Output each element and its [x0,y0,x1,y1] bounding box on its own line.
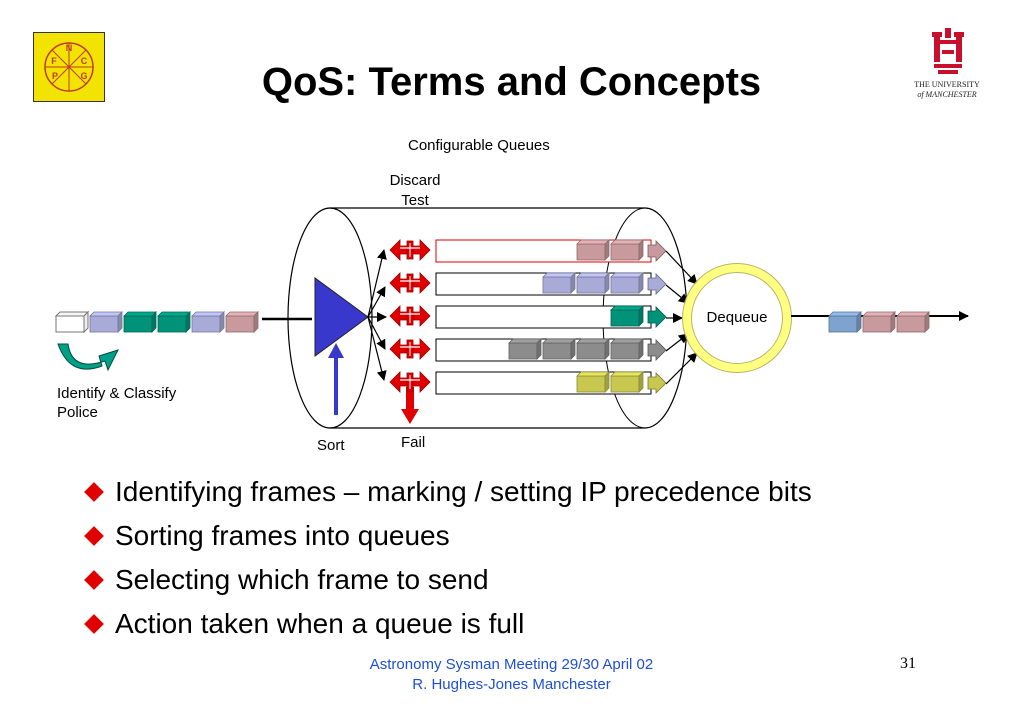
bullet-item: Identifying frames – marking / setting I… [84,470,812,514]
queue-frame [576,239,610,261]
bullet-text: Identifying frames – marking / setting I… [115,476,812,507]
identify-classify-label: Identify & Classify Police [57,384,176,422]
dequeue-ring [683,264,791,372]
discard-label-line2: Test [401,192,429,209]
discard-test-icon [389,305,431,327]
input-frame [89,311,123,333]
queue-frame [576,371,610,393]
bullet-diamond-icon [84,614,104,634]
queue-frame [576,338,610,360]
output-frame [828,311,862,333]
lane-output-arrow-icon [647,339,667,361]
input-frame [157,311,191,333]
bullet-diamond-icon [84,570,104,590]
dequeue-label: Dequeue [706,309,768,326]
fail-arrow [401,387,419,424]
classify-curve-arrow [57,343,119,372]
output-frame [896,311,930,333]
logo-letter: P [52,71,58,81]
sort-label: Sort [317,437,345,454]
pparc-logo: N F C P G [32,31,106,103]
discard-test-icon [389,272,431,294]
bullet-list: Identifying frames – marking / setting I… [84,470,812,646]
logo-letter: N [66,43,73,53]
sort-triangle [314,277,369,357]
queue-frame [610,305,644,327]
queue-lane [435,305,667,329]
university-line1: THE UNIVERSITY [914,80,980,89]
university-crest-icon [928,26,968,78]
queue-lane [435,272,667,296]
queue-frame [542,338,576,360]
university-name: THE UNIVERSITY of MANCHESTER [906,80,988,100]
queue-frame [610,371,644,393]
converge-arrows [665,250,698,385]
footer-line1: Astronomy Sysman Meeting 29/30 April 02 [369,656,654,673]
identify-line2: Police [57,404,98,421]
queue-frame [542,272,576,294]
lane-output-arrow-icon [647,273,667,295]
discard-test-icon [389,371,431,393]
university-line2: of MANCHESTER [917,90,977,99]
logo-letter: C [81,56,88,66]
discard-test-icon [389,239,431,261]
fail-label: Fail [401,434,426,451]
queue-lane [435,239,667,263]
footer-line2: R. Hughes-Jones Manchester [412,676,611,693]
input-frame [54,310,90,334]
bullet-diamond-icon [84,526,104,546]
queue-frame [610,338,644,360]
logo-letter: G [80,71,87,81]
sort-arrow [328,343,344,415]
bullet-item: Selecting which frame to send [84,558,812,602]
input-frame [225,311,259,333]
logo-letter: F [51,56,57,66]
output-frame [862,311,896,333]
bullet-text: Selecting which frame to send [115,564,489,595]
discard-test-label: Discard Test [380,171,450,211]
identify-line1: Identify & Classify [57,385,177,402]
page-number: 31 [900,655,916,672]
footer: Astronomy Sysman Meeting 29/30 April 02 … [0,655,1023,695]
bullet-diamond-icon [84,482,104,502]
lane-output-arrow-icon [647,240,667,262]
bullet-text: Action taken when a queue is full [115,608,525,639]
bullet-item: Action taken when a queue is full [84,602,812,646]
discard-label-line1: Discard [389,172,441,189]
bullet-text: Sorting frames into queues [115,520,450,551]
queue-frame [576,272,610,294]
queue-frame [508,338,542,360]
queue-frame [610,239,644,261]
input-frame [123,311,157,333]
queue-lane [435,371,667,395]
lane-output-arrow-icon [647,372,667,394]
configurable-queues-label: Configurable Queues [408,137,550,154]
qos-diagram [54,207,969,429]
slide-title: QoS: Terms and Concepts [261,60,762,104]
discard-test-icon [389,338,431,360]
queue-lane [435,338,667,362]
queue-frame [610,272,644,294]
lane-output-arrow-icon [647,306,667,328]
fanout-arrows [367,249,387,381]
bullet-item: Sorting frames into queues [84,514,812,558]
input-frame [191,311,225,333]
